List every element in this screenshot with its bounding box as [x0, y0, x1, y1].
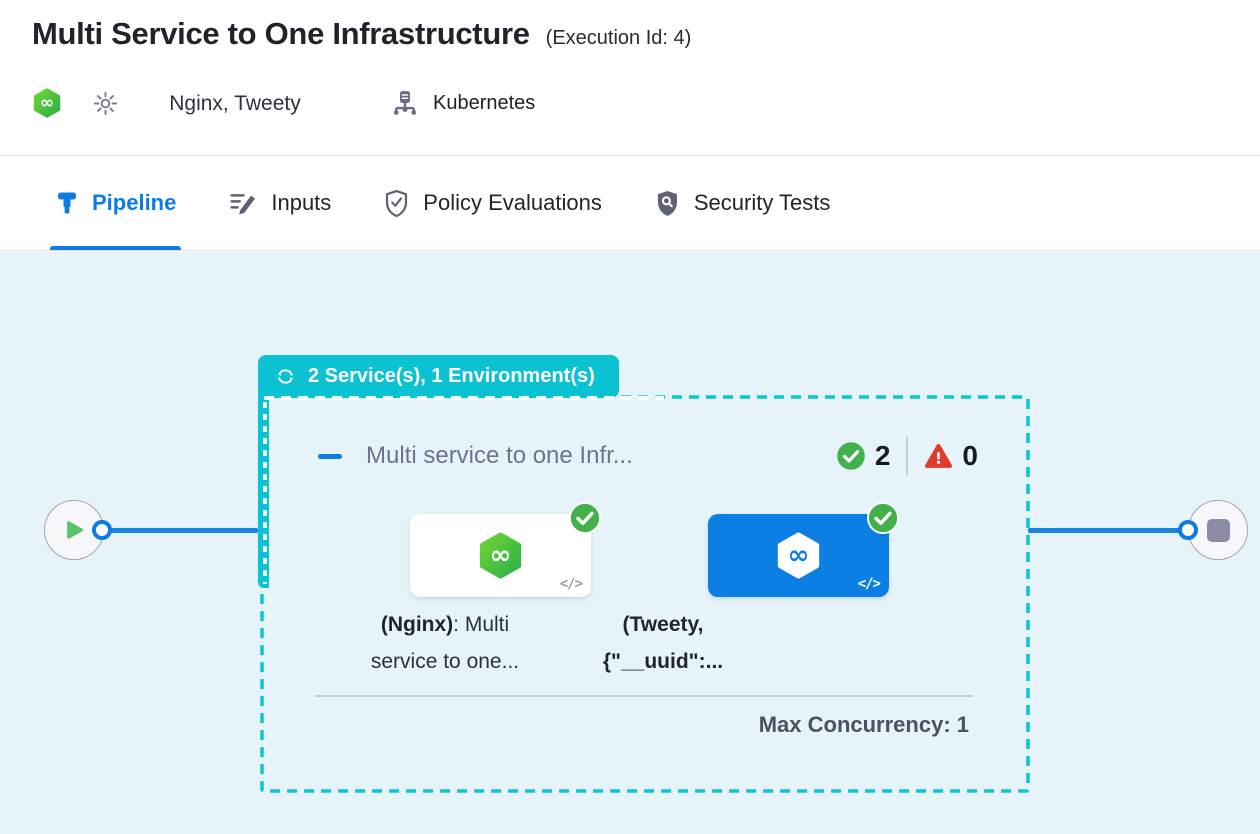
service-node-nginx[interactable]: ∞ </>: [410, 514, 591, 597]
security-shield-search-icon: [654, 189, 681, 218]
edge-stage-to-end: [1028, 528, 1182, 533]
code-template-icon: </>: [857, 576, 881, 592]
tab-inputs-label: Inputs: [271, 190, 332, 215]
services-gear-icon: [92, 90, 119, 117]
page-title: Multi Service to One Infrastructure: [32, 16, 530, 51]
service-label-tweety[interactable]: (Tweety, {"__uuid":...: [558, 606, 768, 680]
stage-status-counts: 2 0: [836, 437, 978, 475]
edge-start-to-stage: [100, 528, 258, 533]
badge-dash-notches: [264, 396, 664, 400]
stage-title: Multi service to one Infr...: [366, 442, 633, 469]
tab-security-tests[interactable]: Security Tests: [654, 156, 831, 250]
bar-dash-notches: [263, 402, 267, 584]
harness-service-icon-green: ∞: [477, 531, 524, 580]
count-divider: [906, 437, 909, 475]
loop-icon: [274, 365, 297, 388]
harness-service-icon-white: ∞: [775, 531, 822, 580]
services-label: Nginx, Tweety: [169, 91, 301, 115]
svg-text:∞: ∞: [40, 92, 54, 112]
stage-footer-divider: [315, 695, 973, 697]
title-row: Multi Service to One Infrastructure (Exe…: [32, 16, 691, 52]
stage-header: Multi service to one Infr... 2 0: [318, 437, 978, 475]
code-template-icon: </>: [559, 576, 583, 592]
tab-pipeline-label: Pipeline: [92, 190, 177, 215]
stage-group-badge-label: 2 Service(s), 1 Environment(s): [308, 365, 595, 387]
error-warning-icon: [924, 442, 953, 471]
infrastructure-icon: [390, 87, 420, 119]
service-node-tweety[interactable]: ∞ </>: [708, 514, 889, 597]
service-name: (Tweety,: [622, 613, 704, 636]
success-check-icon: [836, 441, 866, 471]
service-desc-line2: {"__uuid":...: [602, 650, 724, 673]
pipeline-icon: [55, 190, 79, 216]
nginx-success-badge: [569, 502, 601, 534]
end-node-connector[interactable]: [1178, 520, 1198, 540]
stage-group-badge[interactable]: 2 Service(s), 1 Environment(s): [258, 355, 619, 398]
harness-cd-icon: ∞: [32, 87, 62, 119]
max-concurrency-label: Max Concurrency: 1: [758, 712, 969, 737]
stop-icon: [1206, 518, 1230, 542]
tab-policy-evaluations-label: Policy Evaluations: [423, 190, 602, 215]
svg-text:∞: ∞: [788, 540, 810, 570]
service-desc-line2: service to one...: [370, 650, 520, 673]
tab-inputs[interactable]: Inputs: [228, 156, 331, 250]
tab-pipeline[interactable]: Pipeline: [49, 156, 182, 250]
play-icon: [63, 519, 85, 541]
service-desc: : Multi: [453, 613, 510, 636]
environment-label: Kubernetes: [433, 91, 536, 114]
success-count: 2: [874, 440, 891, 471]
service-label-nginx[interactable]: (Nginx): Multi service to one...: [340, 606, 550, 680]
service-name: (Nginx): [380, 613, 454, 636]
error-count: 0: [962, 440, 978, 471]
execution-meta: ∞ Nginx, Tweety: [32, 84, 535, 122]
page-header: Multi Service to One Infrastructure (Exe…: [0, 0, 1260, 156]
policy-shield-check-icon: [383, 189, 410, 218]
tweety-success-badge: [867, 502, 899, 534]
start-node-connector[interactable]: [92, 520, 112, 540]
execution-tabbar: Pipeline Inputs Policy Evaluations: [0, 156, 1260, 251]
execution-id: (Execution Id: 4): [545, 27, 692, 49]
collapse-minus-icon[interactable]: [318, 453, 342, 459]
pipeline-end-node[interactable]: [1188, 500, 1248, 560]
tab-policy-evaluations[interactable]: Policy Evaluations: [383, 156, 602, 250]
svg-text:∞: ∞: [490, 540, 512, 570]
tab-security-tests-label: Security Tests: [693, 190, 831, 215]
pipeline-canvas[interactable]: 2 Service(s), 1 Environment(s) Multi ser…: [0, 252, 1260, 834]
inputs-icon: [228, 190, 258, 216]
